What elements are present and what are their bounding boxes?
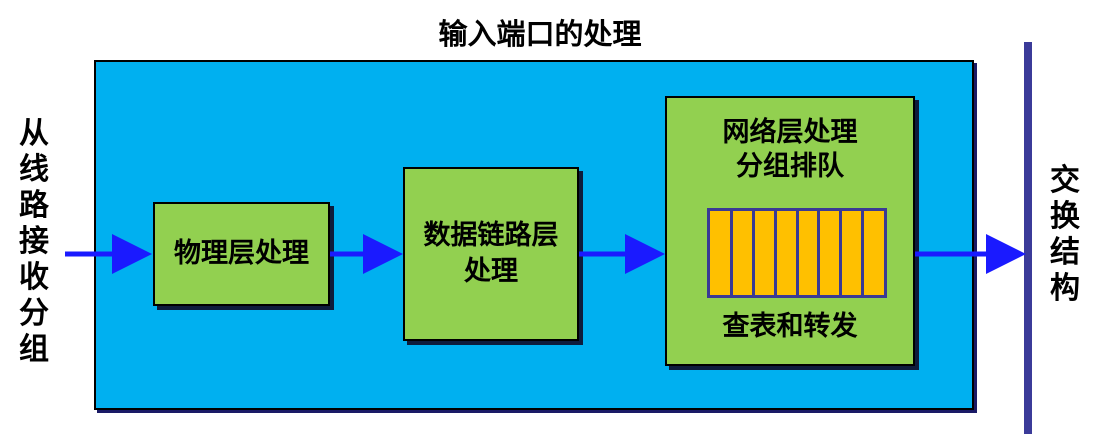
datalink-label-line2: 处理 — [464, 256, 518, 287]
left-label-text: 从线路接收分组 — [19, 116, 49, 367]
datalink-layer-box: 数据链路层 处理 — [403, 167, 579, 341]
packet-queue — [707, 208, 887, 298]
network-label-line2: 分组排队 — [736, 151, 844, 182]
datalink-label-line1: 数据链路层 — [423, 220, 559, 251]
queue-slot-divider — [752, 211, 755, 295]
right-label: 交换结构 — [1045, 163, 1085, 307]
right-label-text: 交换结构 — [1050, 163, 1080, 306]
queue-slot-divider — [860, 211, 864, 295]
lookup-forward-label: 查表和转发 — [722, 311, 858, 342]
network-layer-box: 网络层处理 分组排队 查表和转发 — [665, 96, 915, 366]
queue-slot-divider — [817, 211, 821, 295]
queue-slot-divider — [773, 211, 777, 295]
left-label: 从线路接收分组 — [14, 116, 54, 368]
switch-fabric-bar — [1024, 42, 1032, 434]
queue-slot-divider — [839, 211, 842, 295]
diagram-title: 输入端口的处理 — [438, 17, 642, 51]
queue-slot-divider — [795, 211, 799, 295]
network-label-line1: 网络层处理 — [722, 117, 858, 148]
physical-layer-label: 物理层处理 — [174, 238, 309, 269]
queue-slot-divider — [730, 211, 734, 295]
physical-layer-box: 物理层处理 — [153, 202, 330, 306]
